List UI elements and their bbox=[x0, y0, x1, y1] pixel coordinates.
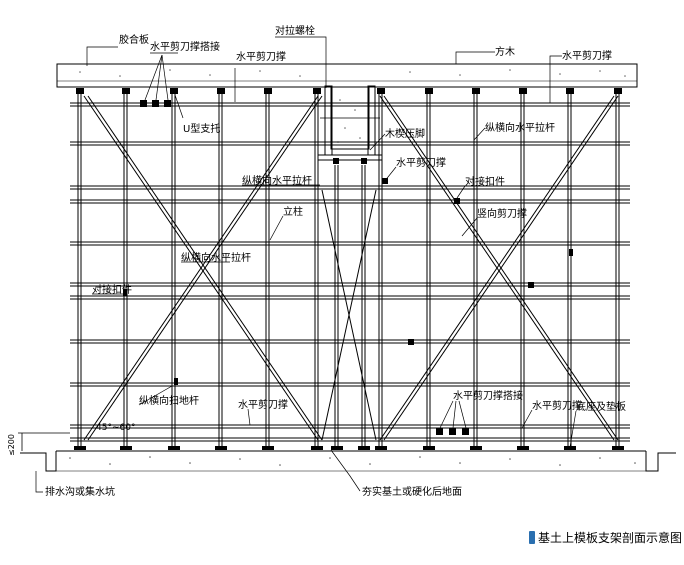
dimension-200 bbox=[18, 432, 70, 451]
leader-lines bbox=[35, 36, 577, 493]
label-base-pad: 底座及垫板 bbox=[576, 400, 626, 413]
caption-marker-icon bbox=[529, 531, 535, 544]
figure-caption: 基土上模板支架剖面示意图 bbox=[529, 529, 682, 546]
horizontal-ledgers bbox=[70, 102, 630, 442]
diagram-labels: 胶合板 水平剪刀撑搭接 水平剪刀撑 对拉螺栓 方木 水平剪刀撑 U型支托 木楔压… bbox=[7, 24, 626, 498]
label-butt-coupler-left: 对接扣件 bbox=[92, 283, 132, 296]
label-tie-bolt: 对拉螺栓 bbox=[275, 24, 315, 37]
label-horizontal-bracing-bottom: 水平剪刀撑 bbox=[238, 398, 288, 411]
label-horizontal-bracing-b: 水平剪刀撑 bbox=[562, 49, 612, 62]
label-horizontal-bracing-a: 水平剪刀撑 bbox=[236, 50, 286, 63]
u-supports bbox=[76, 88, 622, 184]
caption-text: 基土上模板支架剖面示意图 bbox=[538, 531, 683, 545]
label-butt-coupler-right: 对接扣件 bbox=[465, 175, 505, 188]
label-longitudinal-tie-center: 纵横向水平拉杆 bbox=[242, 174, 312, 187]
base-plates bbox=[74, 446, 624, 450]
label-u-support: U型支托 bbox=[183, 122, 220, 135]
label-horizontal-bracing-mid: 水平剪刀撑 bbox=[396, 156, 446, 169]
ground bbox=[20, 450, 676, 472]
label-timber-foot: 木楔压脚 bbox=[385, 127, 425, 140]
label-sweep-pole: 纵横向扫地杆 bbox=[139, 394, 199, 407]
label-timber: 方木 bbox=[495, 45, 515, 58]
label-drain-pit: 排水沟或集水坑 bbox=[45, 485, 115, 498]
vertical-bracing bbox=[83, 95, 619, 441]
slab-hatch bbox=[79, 69, 626, 77]
ground-hatch bbox=[69, 456, 636, 466]
label-plywood: 胶合板 bbox=[119, 33, 149, 46]
uprights bbox=[77, 90, 620, 447]
label-longitudinal-tie-right: 纵横向水平拉杆 bbox=[485, 121, 555, 134]
label-angle: 45°~60° bbox=[96, 423, 135, 433]
label-ground: 夯实基土或硬化后地面 bbox=[362, 485, 462, 498]
label-top-bracing-lap: 水平剪刀撑搭接 bbox=[150, 40, 220, 53]
label-upright: 立柱 bbox=[283, 205, 303, 218]
beam-section bbox=[318, 85, 382, 161]
label-bottom-bracing-lap: 水平剪刀撑搭接 bbox=[453, 389, 523, 402]
couplers bbox=[123, 198, 573, 435]
label-longitudinal-tie-left: 纵横向水平拉杆 bbox=[181, 251, 251, 264]
label-horizontal-bracing-bottom-right: 水平剪刀撑 bbox=[532, 399, 582, 412]
label-dim-200: ≤200 bbox=[7, 434, 16, 456]
label-vertical-bracing: 竖向剪刀撑 bbox=[477, 207, 527, 220]
